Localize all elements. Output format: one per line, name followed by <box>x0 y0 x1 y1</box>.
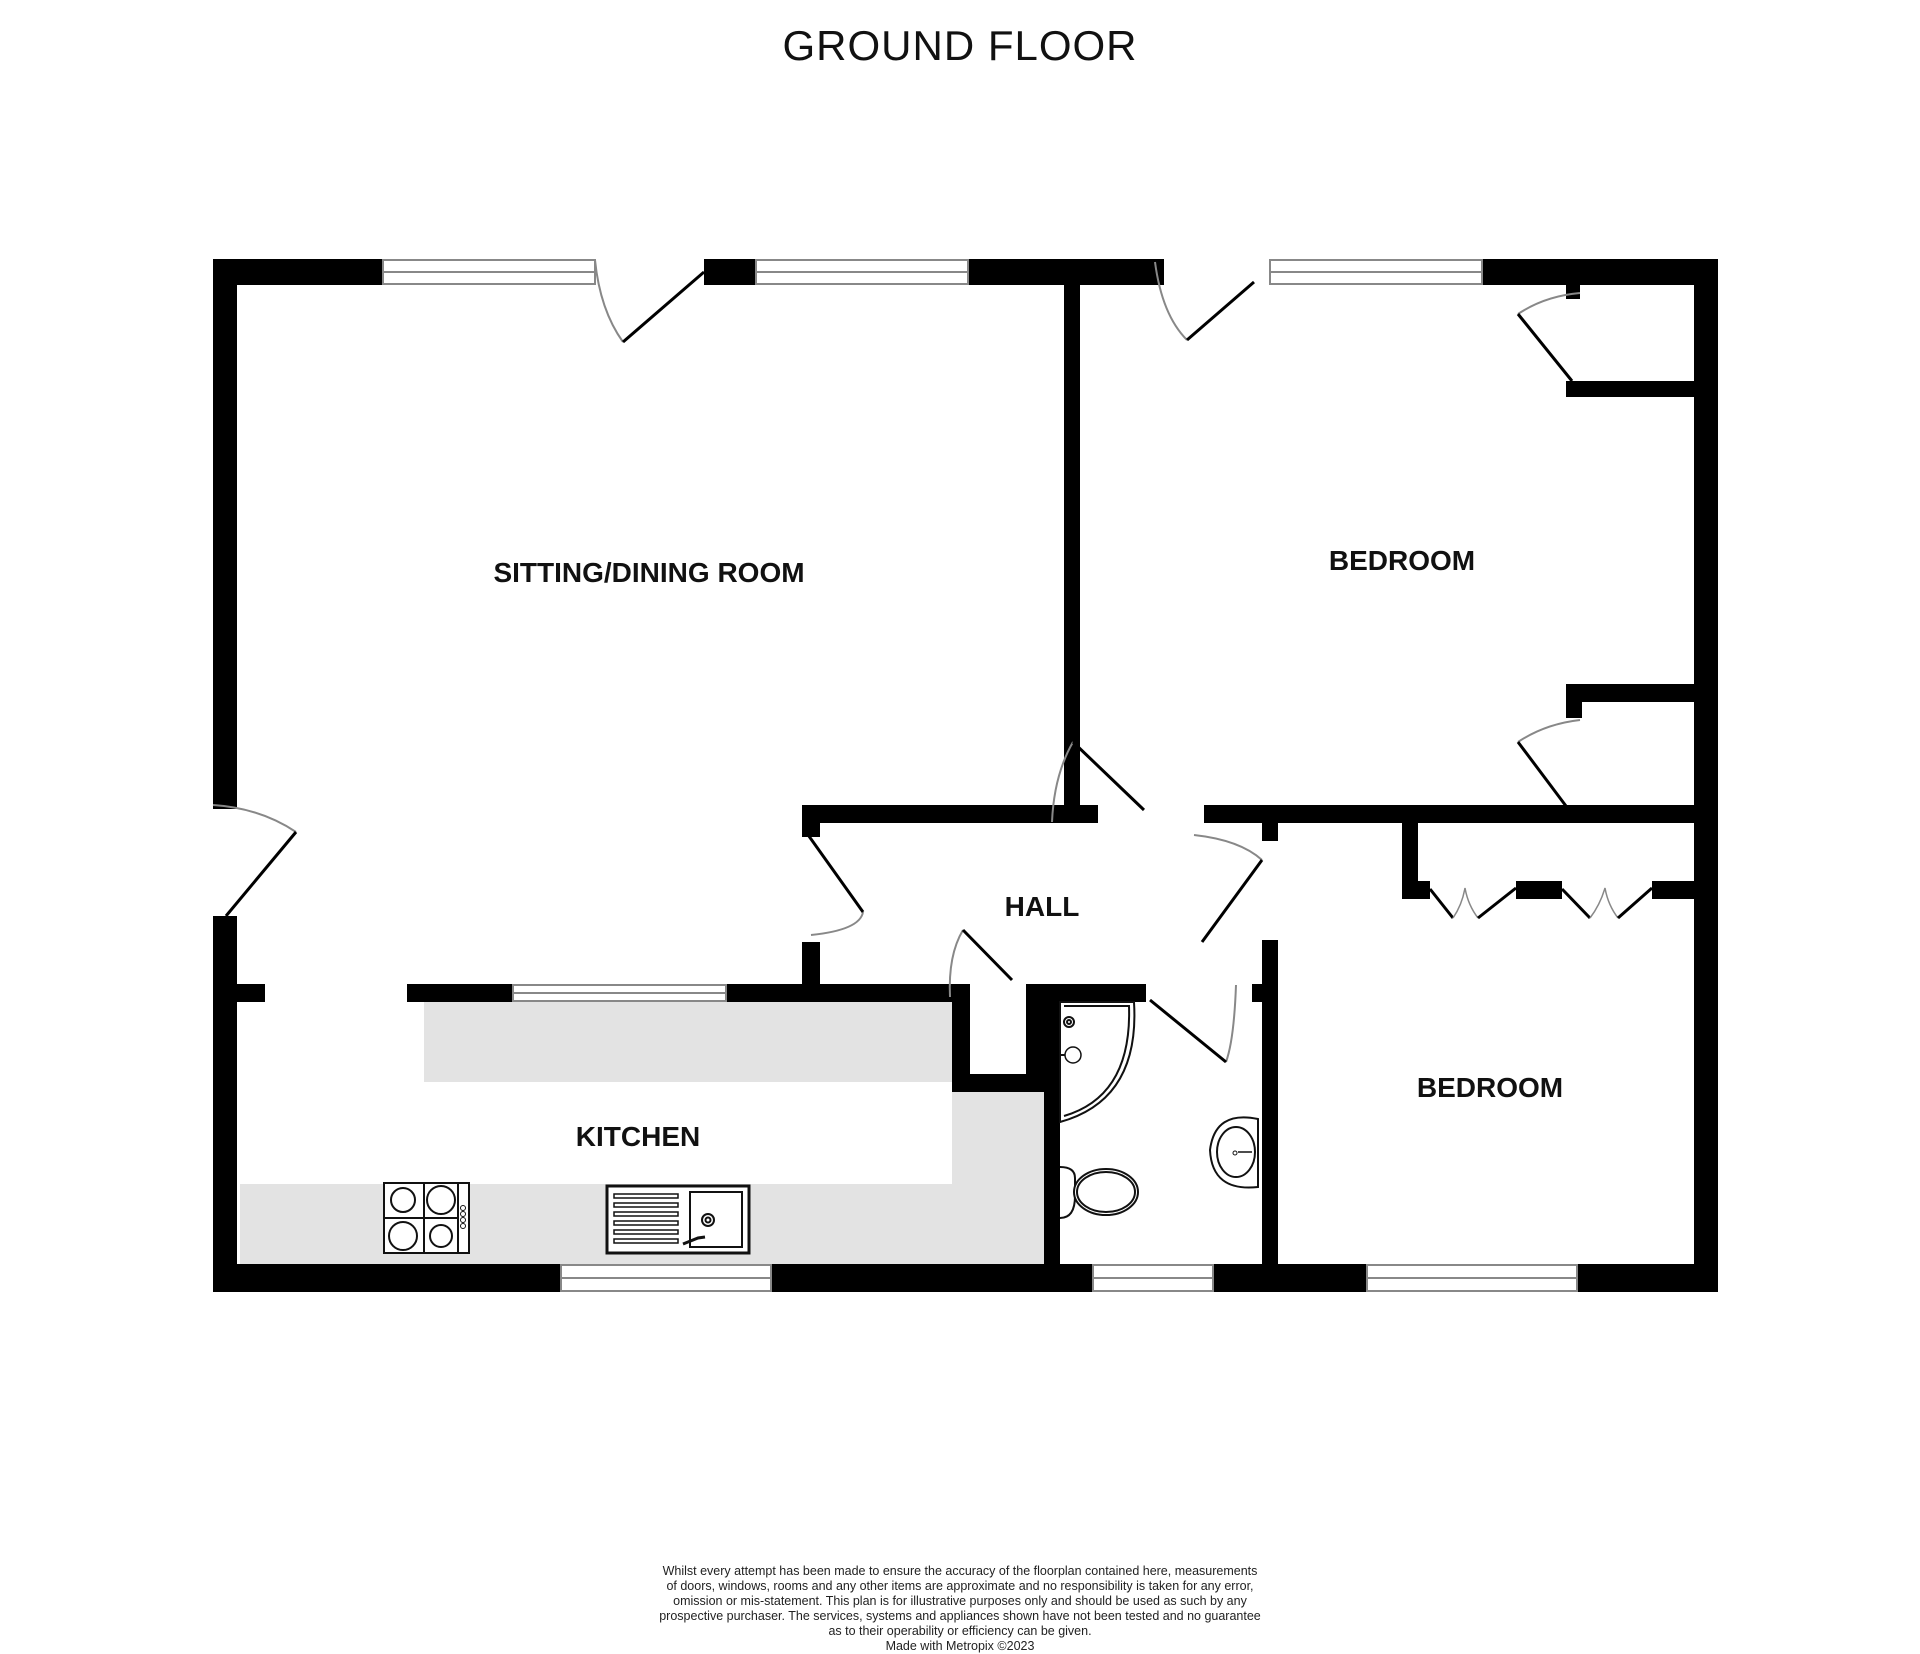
sink-icon <box>605 1184 751 1255</box>
toilet-icon <box>1059 1166 1139 1219</box>
door-bedroom1-cupboard-top <box>1516 292 1581 382</box>
door-outside-left <box>212 804 298 917</box>
door-sitting-garden <box>594 259 705 344</box>
window-bedroom2 <box>1366 1264 1578 1292</box>
door-bedroom1-cupboard-bottom <box>1516 719 1581 807</box>
window-kitchen-top <box>512 984 727 1002</box>
wash-basin-icon <box>1208 1116 1259 1189</box>
door-hall-bedroom2 <box>1193 834 1264 943</box>
room-label-sitting-dining: SITTING/DINING ROOM <box>493 557 805 588</box>
room-label-kitchen: KITCHEN <box>575 1121 701 1152</box>
doors <box>212 259 1653 1064</box>
window-kitchen-bottom <box>560 1264 772 1292</box>
window-bathroom <box>1092 1264 1214 1292</box>
door-hall-cupboard <box>948 928 1014 998</box>
disclaimer: Whilst every attempt has been made to en… <box>620 1564 1300 1654</box>
wardrobe-doors <box>1428 886 1653 920</box>
disclaimer-line: prospective purchaser. The services, sys… <box>659 1609 1261 1623</box>
room-label-bedroom-2: BEDROOM <box>1416 1072 1564 1103</box>
window-sitting-left <box>382 259 596 285</box>
window-bedroom1 <box>1269 259 1483 285</box>
disclaimer-line: Whilst every attempt has been made to en… <box>662 1564 1258 1578</box>
disclaimer-line: omission or mis-statement. This plan is … <box>673 1594 1247 1608</box>
door-hall-bedroom1 <box>1051 740 1146 823</box>
walls <box>213 259 1718 1292</box>
credit: Made with Metropix ©2023 <box>885 1639 1035 1653</box>
disclaimer-line: of doors, windows, rooms and any other i… <box>666 1579 1254 1593</box>
hob-icon <box>383 1182 470 1254</box>
floor-title: GROUND FLOOR <box>782 22 1138 69</box>
door-bedroom1-garden <box>1154 261 1255 342</box>
windows <box>382 259 1578 1292</box>
window-sitting-right <box>755 259 969 285</box>
door-hall-bathroom <box>1149 984 1237 1064</box>
room-label-bedroom-1: BEDROOM <box>1328 545 1476 576</box>
shower-icon <box>1059 1001 1136 1124</box>
door-hall-sitting <box>804 831 865 936</box>
room-label-hall: HALL <box>1004 891 1080 922</box>
kitchen-worktops <box>240 1002 1044 1264</box>
disclaimer-line: as to their operability or efficiency ca… <box>828 1624 1092 1638</box>
